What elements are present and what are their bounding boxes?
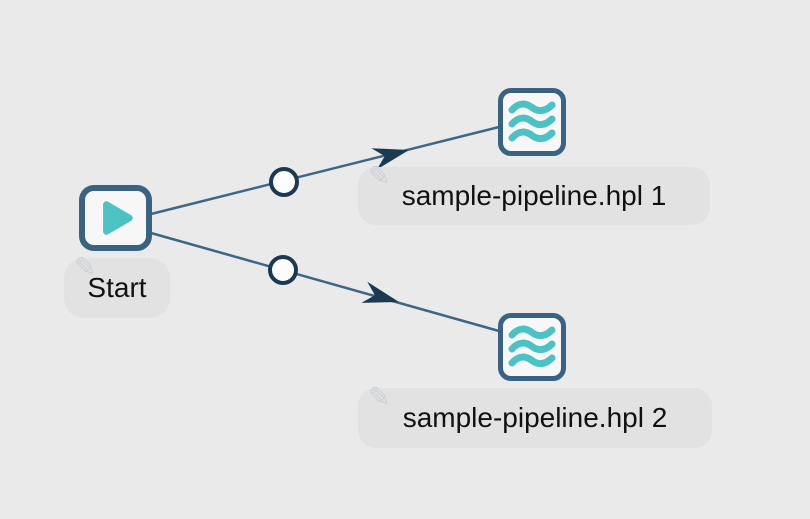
action-label-start[interactable]: ✎ Start <box>64 254 170 318</box>
action-start[interactable] <box>79 185 152 251</box>
edit-pencil-icon[interactable]: ✎ <box>74 252 97 283</box>
hop-midpoint-circle[interactable] <box>268 255 298 285</box>
action-label-text: sample-pipeline.hpl 2 <box>402 402 668 433</box>
play-icon <box>102 201 133 235</box>
action-label-text: sample-pipeline.hpl 1 <box>401 180 667 211</box>
action-label-pipeline-1[interactable]: ✎ sample-pipeline.hpl 1 <box>358 163 710 225</box>
edit-pencil-icon[interactable]: ✎ <box>368 161 391 192</box>
play-triangle <box>102 201 133 235</box>
hop-line-start-to-pipeline-2[interactable] <box>150 231 500 333</box>
hop-midpoint-circle[interactable] <box>269 167 299 197</box>
pipeline-waves-icon <box>508 100 556 143</box>
action-label-text: Start <box>87 272 147 303</box>
action-label-pipeline-2[interactable]: ✎ sample-pipeline.hpl 2 <box>358 384 712 448</box>
hop-line-start-to-pipeline-1[interactable] <box>150 125 500 216</box>
pipeline-waves-icon <box>508 325 556 368</box>
action-pipeline-2[interactable] <box>498 313 566 381</box>
hop-arrow-icon <box>361 281 399 303</box>
hop-arrow-icon <box>371 148 409 170</box>
edit-pencil-icon[interactable]: ✎ <box>368 382 391 413</box>
action-pipeline-1[interactable] <box>498 88 566 156</box>
